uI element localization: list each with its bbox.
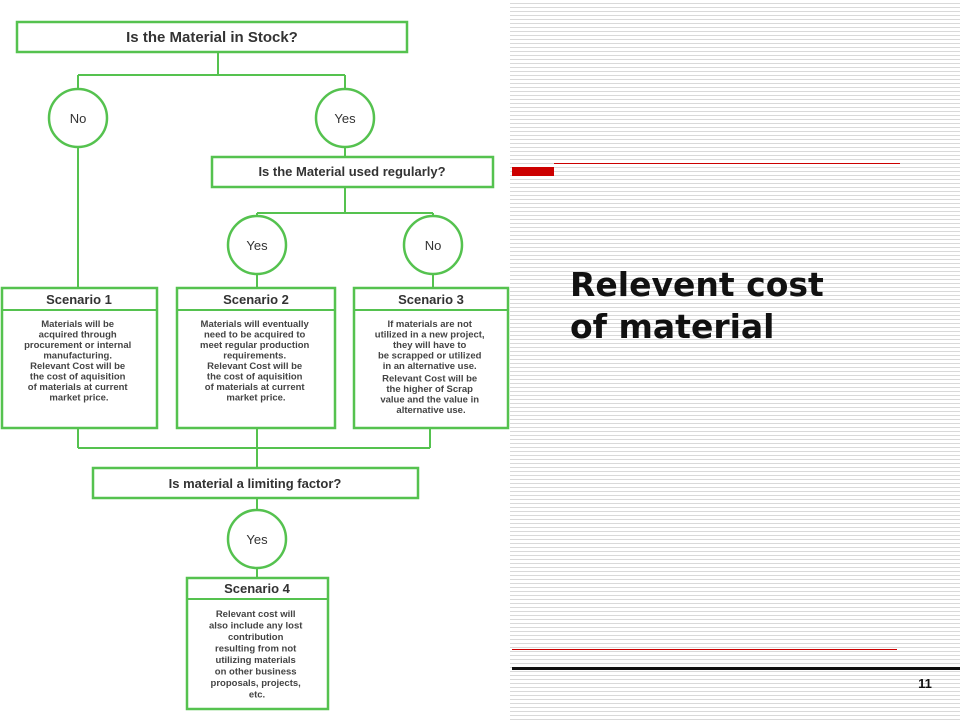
scenario-title: Scenario 2: [223, 292, 289, 307]
red-accent-block: [512, 167, 554, 176]
scenario-line: on other business: [215, 667, 297, 678]
scenario-box: [352, 286, 510, 430]
slide-title: Relevent cost of material: [570, 264, 900, 348]
slide-title-line-2: of material: [570, 307, 775, 346]
answer-label: Yes: [334, 111, 356, 126]
scenario-line: procurement or internal: [24, 340, 131, 351]
scenario-line: of materials at current: [205, 382, 306, 393]
question-used-regularly: Is the Material used regularly?: [210, 155, 495, 189]
scenario-2: Scenario 2 Materials will eventually nee…: [175, 286, 337, 430]
question-box: [91, 466, 420, 500]
scenario-line: resulting from not: [215, 644, 297, 655]
scenario-box: [0, 286, 159, 430]
scenario-line: Relevant Cost will be: [382, 374, 477, 385]
scenario-line: market price.: [49, 393, 108, 404]
scenario-body: Materials will be acquired through procu…: [24, 319, 134, 404]
scenario-line: the cost of aquisition: [30, 372, 126, 383]
scenario-line: etc.: [249, 690, 265, 701]
answer-label: No: [425, 238, 442, 253]
answer-yes-limiting: Yes: [226, 508, 288, 570]
scenario-line: need to be acquired to: [204, 330, 306, 341]
scenario-title: Scenario 4: [224, 581, 291, 596]
scenario-line: manufacturing.: [43, 351, 112, 362]
scenario-body: Relevant cost will also include any lost…: [209, 609, 305, 701]
scenario-line: also include any lost: [209, 621, 303, 632]
striped-background: [510, 0, 960, 720]
footer-rule: [512, 667, 960, 670]
scenario-line: Relevant cost will: [216, 609, 296, 620]
scenario-line: requirements.: [223, 351, 286, 362]
red-accent-line: [554, 163, 900, 164]
answer-yes-in-stock: Yes: [314, 87, 376, 149]
scenario-line: proposals, projects,: [211, 678, 301, 689]
question-limiting-factor: Is material a limiting factor?: [91, 466, 420, 500]
answer-label: No: [70, 111, 87, 126]
question-label: Is the Material used regularly?: [258, 164, 445, 179]
scenario-line: of materials at current: [28, 382, 129, 393]
scenario-line: market price.: [226, 393, 285, 404]
scenario-line: utilizing materials: [216, 655, 296, 666]
question-label: Is material a limiting factor?: [169, 476, 342, 491]
answer-label: Yes: [246, 238, 268, 253]
answer-circle: [402, 214, 464, 276]
scenario-line: If materials are not: [387, 319, 472, 330]
scenario-line: Relevant Cost will be: [30, 361, 125, 372]
slide-title-line-1: Relevent cost: [570, 265, 824, 304]
scenario-line: Materials will be: [41, 319, 114, 330]
scenario-body: If materials are not utilized in a new p…: [375, 319, 487, 416]
scenario-line: Relevant Cost will be: [207, 361, 302, 372]
scenario-line: acquired through: [39, 330, 117, 341]
scenario-line: alternative use.: [396, 405, 465, 416]
question-material-in-stock: Is the Material in Stock?: [15, 20, 409, 54]
scenario-title: Scenario 3: [398, 292, 464, 307]
answer-circle: [226, 508, 288, 570]
scenario-line: contribution: [228, 632, 284, 643]
scenario-3: Scenario 3 If materials are not utilized…: [352, 286, 510, 430]
question-box: [210, 155, 495, 189]
scenario-line: meet regular production: [200, 340, 309, 351]
scenario-body: Materials will eventually need to be acq…: [200, 319, 312, 404]
answer-circle: [226, 214, 288, 276]
scenario-1: Scenario 1 Materials will be acquired th…: [0, 286, 159, 430]
answer-yes-regular: Yes: [226, 214, 288, 276]
red-footer-line: [512, 649, 897, 650]
scenario-line: value and the value in: [380, 395, 479, 406]
answer-no-regular: No: [402, 214, 464, 276]
scenario-line: in an alternative use.: [383, 361, 477, 372]
relevant-cost-flowchart: Is the Material in Stock? No Yes Is the …: [0, 20, 510, 711]
slide-number: 11: [918, 676, 932, 691]
answer-circle: [314, 87, 376, 149]
scenario-box: [175, 286, 337, 430]
scenario-line: the cost of aquisition: [207, 372, 303, 383]
answer-label: Yes: [246, 532, 268, 547]
scenario-line: the higher of Scrap: [386, 384, 473, 395]
answer-circle: [47, 87, 109, 149]
answer-no-in-stock: No: [47, 87, 109, 149]
question-label: Is the Material in Stock?: [126, 29, 298, 46]
scenario-4: Scenario 4 Relevant cost will also inclu…: [185, 576, 330, 711]
scenario-line: Materials will eventually: [201, 319, 310, 330]
scenario-line: be scrapped or utilized: [378, 351, 482, 362]
scenario-line: they will have to: [393, 340, 467, 351]
scenario-line: utilized in a new project,: [375, 330, 485, 341]
scenario-title: Scenario 1: [46, 292, 112, 307]
question-box: [15, 20, 409, 54]
